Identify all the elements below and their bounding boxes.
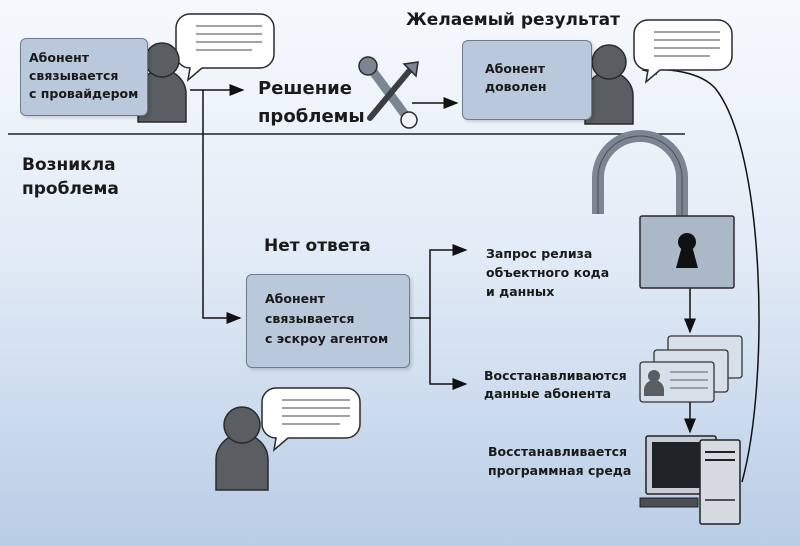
label-line: проблема [22, 179, 119, 200]
box-text-line: доволен [485, 79, 547, 94]
label-line: Решение [258, 78, 352, 99]
box-text-line: с провайдером [29, 86, 139, 101]
speech-bubble-icon [261, 387, 361, 452]
arrow-to-release [410, 244, 468, 319]
arrow-back-to-result [641, 63, 760, 483]
request-release-label: Запрос релиза объектного кода и данных [486, 246, 609, 299]
person-icon [215, 406, 269, 491]
box-text-line: Абонент [29, 50, 89, 65]
arrow-to-data [429, 318, 468, 390]
label-line: Возникла [22, 155, 116, 175]
label-line: проблемы [258, 105, 365, 127]
speech-bubble-icon [633, 19, 733, 84]
desired-result-title: Желаемый результат [406, 10, 620, 30]
label-line: и данных [486, 284, 555, 299]
subscriber-contacts-escrow-box: Абонент связывается с эскроу агентом [246, 274, 410, 368]
subscriber-contacts-provider-box: Абонент связывается с провайдером [20, 38, 148, 116]
problem-occurred-label: Возникла проблема [22, 155, 119, 200]
person-icon [584, 44, 634, 125]
label-line: Восстанавливается [488, 444, 628, 459]
box-text-line: с эскроу агентом [265, 331, 389, 346]
label-line: объектного кода [486, 265, 610, 280]
box-text-line: связывается [29, 68, 119, 83]
box-text-line: Абонент [265, 291, 325, 306]
flow-arrows [190, 63, 760, 483]
box-text-line: Абонент [485, 61, 545, 76]
arrow-to-escrow [202, 90, 242, 324]
padlock-icon [592, 130, 735, 289]
no-answer-label: Нет ответа [264, 236, 371, 256]
subscriber-satisfied-box: Абонент доволен [462, 40, 592, 120]
tools-icon [358, 56, 419, 129]
label-line: Восстанавливаются [484, 368, 627, 383]
environment-restored-label: Восстанавливается программная среда [488, 444, 631, 478]
box-text-line: связывается [265, 311, 355, 326]
label-line: данные абонента [484, 386, 612, 401]
person-icon [137, 42, 187, 123]
computer-icon [639, 435, 741, 525]
label-line: Запрос релиза [486, 246, 593, 261]
speech-bubble-icon [175, 13, 275, 82]
label-line: программная среда [488, 463, 632, 478]
data-restored-label: Восстанавливаются данные абонента [484, 368, 627, 401]
problem-solving-label: Решение проблемы [258, 78, 365, 127]
profile-cards-icon [639, 335, 743, 403]
